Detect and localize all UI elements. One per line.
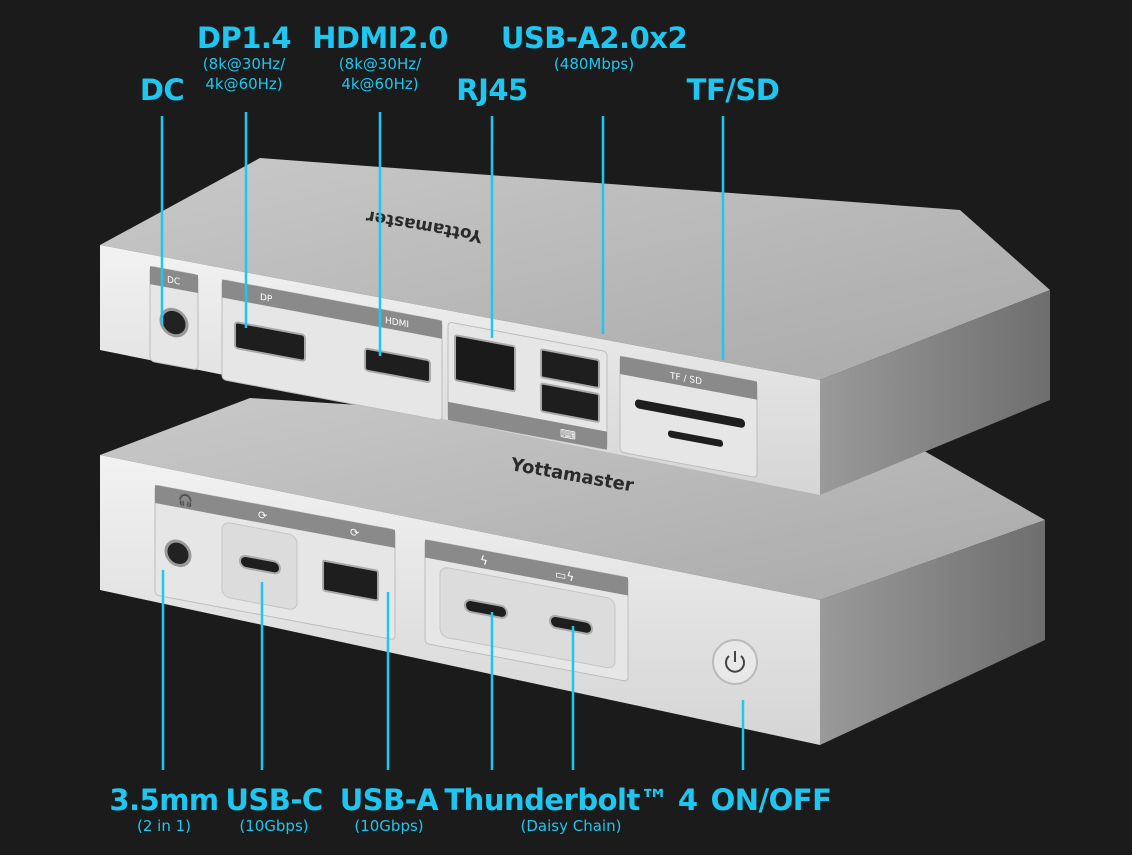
usb-a2-port-2 <box>540 382 600 423</box>
usb-10gbps-icon: ⟳ <box>350 526 359 541</box>
power-icon <box>725 651 745 673</box>
hdmi-port <box>364 347 431 383</box>
label-rj45-title: RJ45 <box>456 73 528 107</box>
label-tfsd-title: TF/SD <box>686 73 780 107</box>
label-usbc-spec: (10Gbps) <box>239 817 309 835</box>
keyboard-icon: ⌨ <box>560 427 576 443</box>
thunderbolt-port-1 <box>464 599 508 619</box>
thunderbolt-port-2 <box>549 614 593 635</box>
headphone-icon: 🎧 <box>178 492 193 509</box>
label-tb4-spec: (Daisy Chain) <box>520 817 622 835</box>
label-dp-title: DP1.4 <box>196 21 292 55</box>
leader-lines <box>160 112 745 770</box>
label-power: ON/OFF <box>711 784 832 816</box>
label-dp: DP1.4 (8k@30Hz/ 4k@60Hz) <box>196 21 292 94</box>
label-tfsd: TF/SD <box>687 74 780 106</box>
label-usba2-spec: (480Mbps) <box>553 55 635 73</box>
label-usbc: USB-C (10Gbps) <box>225 783 323 836</box>
usb-a-port <box>322 559 379 602</box>
sd-slot <box>635 399 745 428</box>
label-usba-title: USB-A <box>339 783 439 817</box>
label-usbc-title: USB-C <box>225 783 323 817</box>
display-thunderbolt-icon: ▭ϟ <box>555 567 574 584</box>
label-dc: DC <box>139 73 185 107</box>
dp-port-label: DP <box>260 293 273 305</box>
top-dock: Yottamaster DC DP HDMI ⌨ TF / SD <box>100 158 1050 495</box>
hdmi-port-label: HDMI <box>385 316 409 330</box>
label-hdmi: HDMI2.0 (8k@30Hz/ 4k@60Hz) <box>312 22 448 94</box>
label-usba2: USB-A2.0x2 (480Mbps) <box>500 21 688 74</box>
label-tb4-title: Thunderbolt™ 4 <box>444 783 698 817</box>
audio-jack <box>164 539 192 568</box>
label-power-title: ON/OFF <box>710 783 832 817</box>
thunderbolt-icon: ϟ <box>480 553 488 568</box>
label-usba-spec: (10Gbps) <box>354 817 424 835</box>
usb-10gbps-icon: ⟳ <box>258 508 267 523</box>
label-usba: USB-A (10Gbps) <box>340 784 439 836</box>
label-tb4: Thunderbolt™ 4 (Daisy Chain) <box>444 783 698 836</box>
label-hdmi-spec-2: 4k@60Hz) <box>341 75 419 93</box>
label-dc-title: DC <box>139 73 185 107</box>
rj45-port <box>454 334 516 393</box>
dc-port-label: DC <box>167 275 180 287</box>
usb-a2-port-1 <box>540 348 600 389</box>
label-audio: 3.5mm (2 in 1) <box>109 783 219 836</box>
label-audio-spec: (2 in 1) <box>136 817 191 835</box>
usb-c-port <box>239 554 281 575</box>
label-dp-spec-2: 4k@60Hz) <box>205 75 283 93</box>
label-audio-title: 3.5mm <box>109 783 219 817</box>
label-usba2-title: USB-A2.0x2 <box>500 21 688 55</box>
label-rj45: RJ45 <box>456 73 528 107</box>
tf-slot <box>668 430 723 447</box>
label-dp-spec-1: (8k@30Hz/ <box>202 55 286 73</box>
label-hdmi-spec-1: (8k@30Hz/ <box>338 55 422 73</box>
label-hdmi-title: HDMI2.0 <box>312 21 448 55</box>
dp-port <box>234 321 306 362</box>
